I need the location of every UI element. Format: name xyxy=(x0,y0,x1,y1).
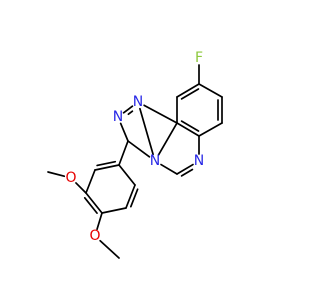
atom-label-n2: N xyxy=(113,109,123,125)
atom-label-n3: N xyxy=(194,153,204,169)
bond-b2-b3 xyxy=(198,83,223,98)
bond-n1-n2-inner xyxy=(127,110,134,116)
bond-a3-a4 xyxy=(85,192,103,214)
bond-b5-b6 xyxy=(176,122,200,137)
atom-label-f: F xyxy=(195,50,203,66)
bond-a1-a2-inner xyxy=(96,160,117,167)
bond-c3-a1 xyxy=(118,140,129,166)
bond-b1-b2-inner xyxy=(180,88,200,100)
bond-a1-a2 xyxy=(94,164,120,171)
bond-a5-a6 xyxy=(125,184,136,209)
bond-b5-b6-inner xyxy=(180,120,200,132)
atom-label-n1: N xyxy=(133,94,143,110)
bond-n4-n1 xyxy=(139,107,154,156)
bond-b4-b5 xyxy=(198,122,223,137)
bond-a6-a1 xyxy=(118,164,136,186)
bond-c5-n4 xyxy=(160,163,178,175)
bond-a3-a4-inner xyxy=(83,196,98,215)
bond-a2-a3 xyxy=(85,169,96,194)
bond-a3-o1 xyxy=(75,182,87,194)
bond-n4-b6 xyxy=(157,122,178,156)
atom-label-o1: O xyxy=(65,170,76,186)
bond-n3-c5-inner xyxy=(180,168,194,177)
atom-label-n4: N xyxy=(150,153,160,169)
bond-n2-c3 xyxy=(119,122,129,142)
bond-a4-a5 xyxy=(101,207,127,214)
bond-b6-n1 xyxy=(143,104,178,124)
bond-n1-n2 xyxy=(122,105,134,114)
bond-n3-c5 xyxy=(176,163,194,175)
bond-c3-n4 xyxy=(127,140,151,158)
bond-b1-b2 xyxy=(176,83,200,98)
bond-a4-o2 xyxy=(96,212,103,231)
atom-label-o2: O xyxy=(89,228,100,244)
bond-o2-me2 xyxy=(99,239,120,259)
bond-a5-a6-inner xyxy=(129,188,139,208)
bond-o1-me1 xyxy=(47,171,66,178)
